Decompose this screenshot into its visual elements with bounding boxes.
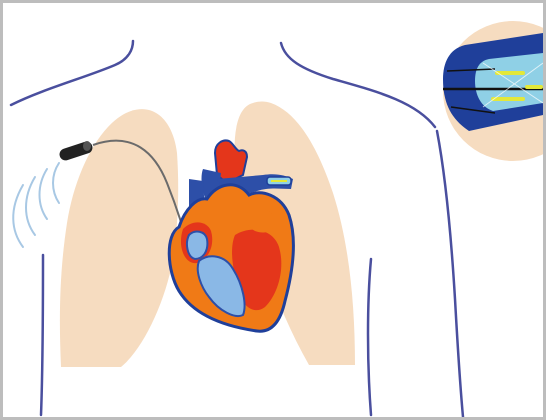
right-atrium (187, 232, 207, 259)
diagram-canvas (3, 3, 543, 417)
left-arm-inner-outline (41, 255, 43, 415)
wireless-signal-icon (13, 163, 59, 247)
right-arm-outline (437, 131, 463, 417)
sensor-zoom-capsule (443, 33, 543, 131)
left-shoulder-outline (11, 41, 133, 105)
right-side-outline (368, 259, 371, 415)
right-shoulder-outline (281, 43, 435, 127)
pulmonary-artery-sensor-icon (267, 177, 291, 185)
sensor-zoom-inset (443, 21, 543, 161)
